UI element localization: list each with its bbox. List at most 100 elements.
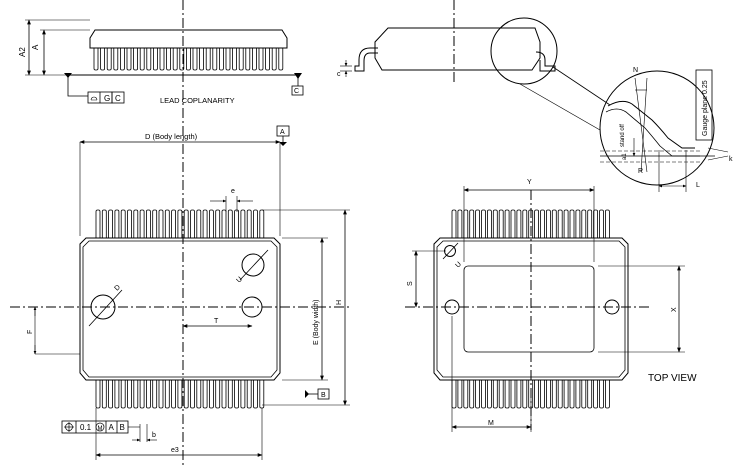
lead <box>451 209 457 241</box>
lead <box>259 377 265 409</box>
dim-f-label: F <box>27 330 34 334</box>
lead <box>463 377 469 409</box>
dim-u-label: U <box>235 276 244 285</box>
profile-view <box>340 0 729 192</box>
dim-l-label: L <box>696 182 700 189</box>
fcf-g-label: G <box>104 94 110 103</box>
lead <box>522 377 528 409</box>
lead <box>190 209 195 241</box>
lead <box>534 209 539 241</box>
lead <box>563 209 569 241</box>
detail-callout <box>600 69 729 192</box>
lead <box>457 209 463 241</box>
lead <box>486 377 492 409</box>
lead <box>522 209 528 241</box>
top-view-leads <box>451 209 610 409</box>
lead <box>605 209 610 241</box>
lead <box>177 209 183 241</box>
lead <box>127 209 132 241</box>
lead <box>227 209 233 241</box>
lead <box>145 377 151 409</box>
lead <box>259 209 265 241</box>
lead <box>469 209 475 241</box>
lead <box>253 377 258 409</box>
lead <box>569 377 575 409</box>
lead <box>563 377 569 409</box>
lead <box>557 377 563 409</box>
lead <box>504 377 510 409</box>
lead <box>516 209 522 241</box>
lead <box>557 209 563 241</box>
lead <box>127 377 132 409</box>
bottom-view-leads <box>95 209 265 409</box>
dim-b-label: b <box>152 432 156 439</box>
lead <box>587 377 593 409</box>
lead <box>101 377 107 409</box>
lead <box>504 209 510 241</box>
lead <box>139 377 145 409</box>
lead <box>227 377 233 409</box>
lead <box>177 377 183 409</box>
lead <box>463 209 469 241</box>
lead <box>108 209 113 241</box>
fcf-a-label: A <box>109 423 115 432</box>
lead <box>196 209 202 241</box>
lead <box>145 209 151 241</box>
lead <box>492 377 498 409</box>
lead <box>190 377 195 409</box>
lead <box>202 377 208 409</box>
lead <box>158 377 164 409</box>
dim-m-label: M <box>488 420 494 427</box>
lead <box>599 377 604 409</box>
dim-e3-label: e3 <box>171 447 179 454</box>
lead <box>605 377 610 409</box>
lead <box>569 209 575 241</box>
lead <box>510 377 516 409</box>
dim-t-label: T <box>214 318 219 325</box>
lead <box>215 377 221 409</box>
bottom-view <box>10 0 350 467</box>
fcf-tolerance-label: 0.1 <box>80 423 92 432</box>
lead <box>581 377 587 409</box>
lead <box>599 209 604 241</box>
lead <box>481 377 486 409</box>
lead <box>183 209 189 241</box>
dim-a1-label: a1 <box>622 153 628 160</box>
lead <box>498 209 504 241</box>
lead <box>95 209 101 241</box>
lead <box>546 377 551 409</box>
lead <box>546 209 551 241</box>
lead <box>133 377 139 409</box>
lead <box>208 209 214 241</box>
lead <box>183 377 189 409</box>
lead <box>551 377 557 409</box>
lead <box>221 377 227 409</box>
lead <box>575 377 581 409</box>
dim-d-hole-label: D <box>113 284 122 293</box>
lead <box>240 209 246 241</box>
detail-n-label: N <box>633 67 638 74</box>
dim-y-label: Y <box>527 179 532 186</box>
stand-off-label: stand off <box>620 124 626 147</box>
lead <box>120 209 126 241</box>
lead <box>164 209 170 241</box>
lead <box>451 377 457 409</box>
gauge-plane-label: Gauge plane 0.25 <box>702 80 709 136</box>
lead <box>114 377 120 409</box>
fcf-b-label: B <box>120 423 125 432</box>
lead <box>253 209 258 241</box>
lead <box>133 209 139 241</box>
lead <box>202 209 208 241</box>
dim-h-label: H <box>336 300 343 305</box>
top-dim-u-label: U <box>454 261 463 270</box>
lead <box>498 377 504 409</box>
body-width-label: E (Body width) <box>313 299 320 345</box>
dim-a2-label: A2 <box>18 47 27 57</box>
lead <box>114 209 120 241</box>
lead <box>208 377 214 409</box>
lead <box>469 377 475 409</box>
lead <box>534 377 539 409</box>
fcf-modifier-label: M <box>98 426 103 432</box>
lead <box>540 209 545 241</box>
